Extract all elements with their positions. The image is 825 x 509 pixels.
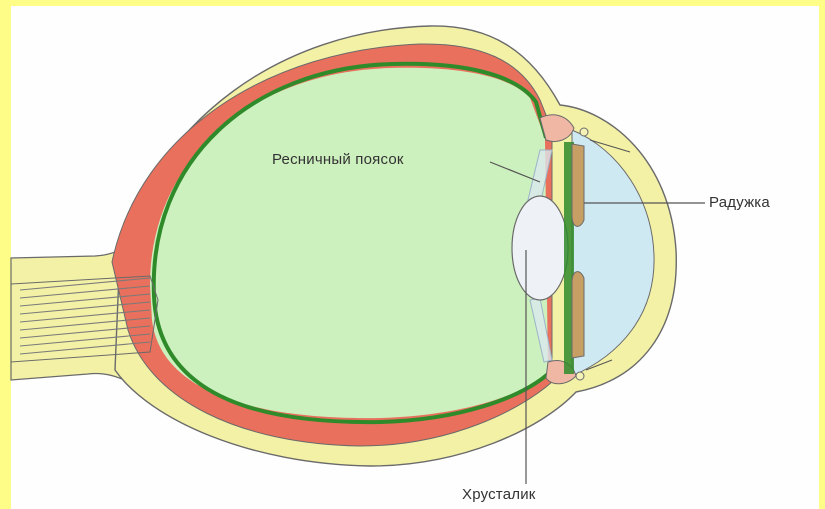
iris-label: Радужка bbox=[709, 194, 770, 211]
iris-lower bbox=[572, 272, 584, 358]
canal-lower bbox=[576, 372, 584, 380]
lens-label: Хрусталик bbox=[462, 486, 536, 503]
iris-upper bbox=[572, 144, 584, 226]
ciliary-band-label: Ресничный поясок bbox=[272, 151, 404, 168]
lens bbox=[512, 196, 568, 300]
canal-upper bbox=[580, 128, 588, 136]
